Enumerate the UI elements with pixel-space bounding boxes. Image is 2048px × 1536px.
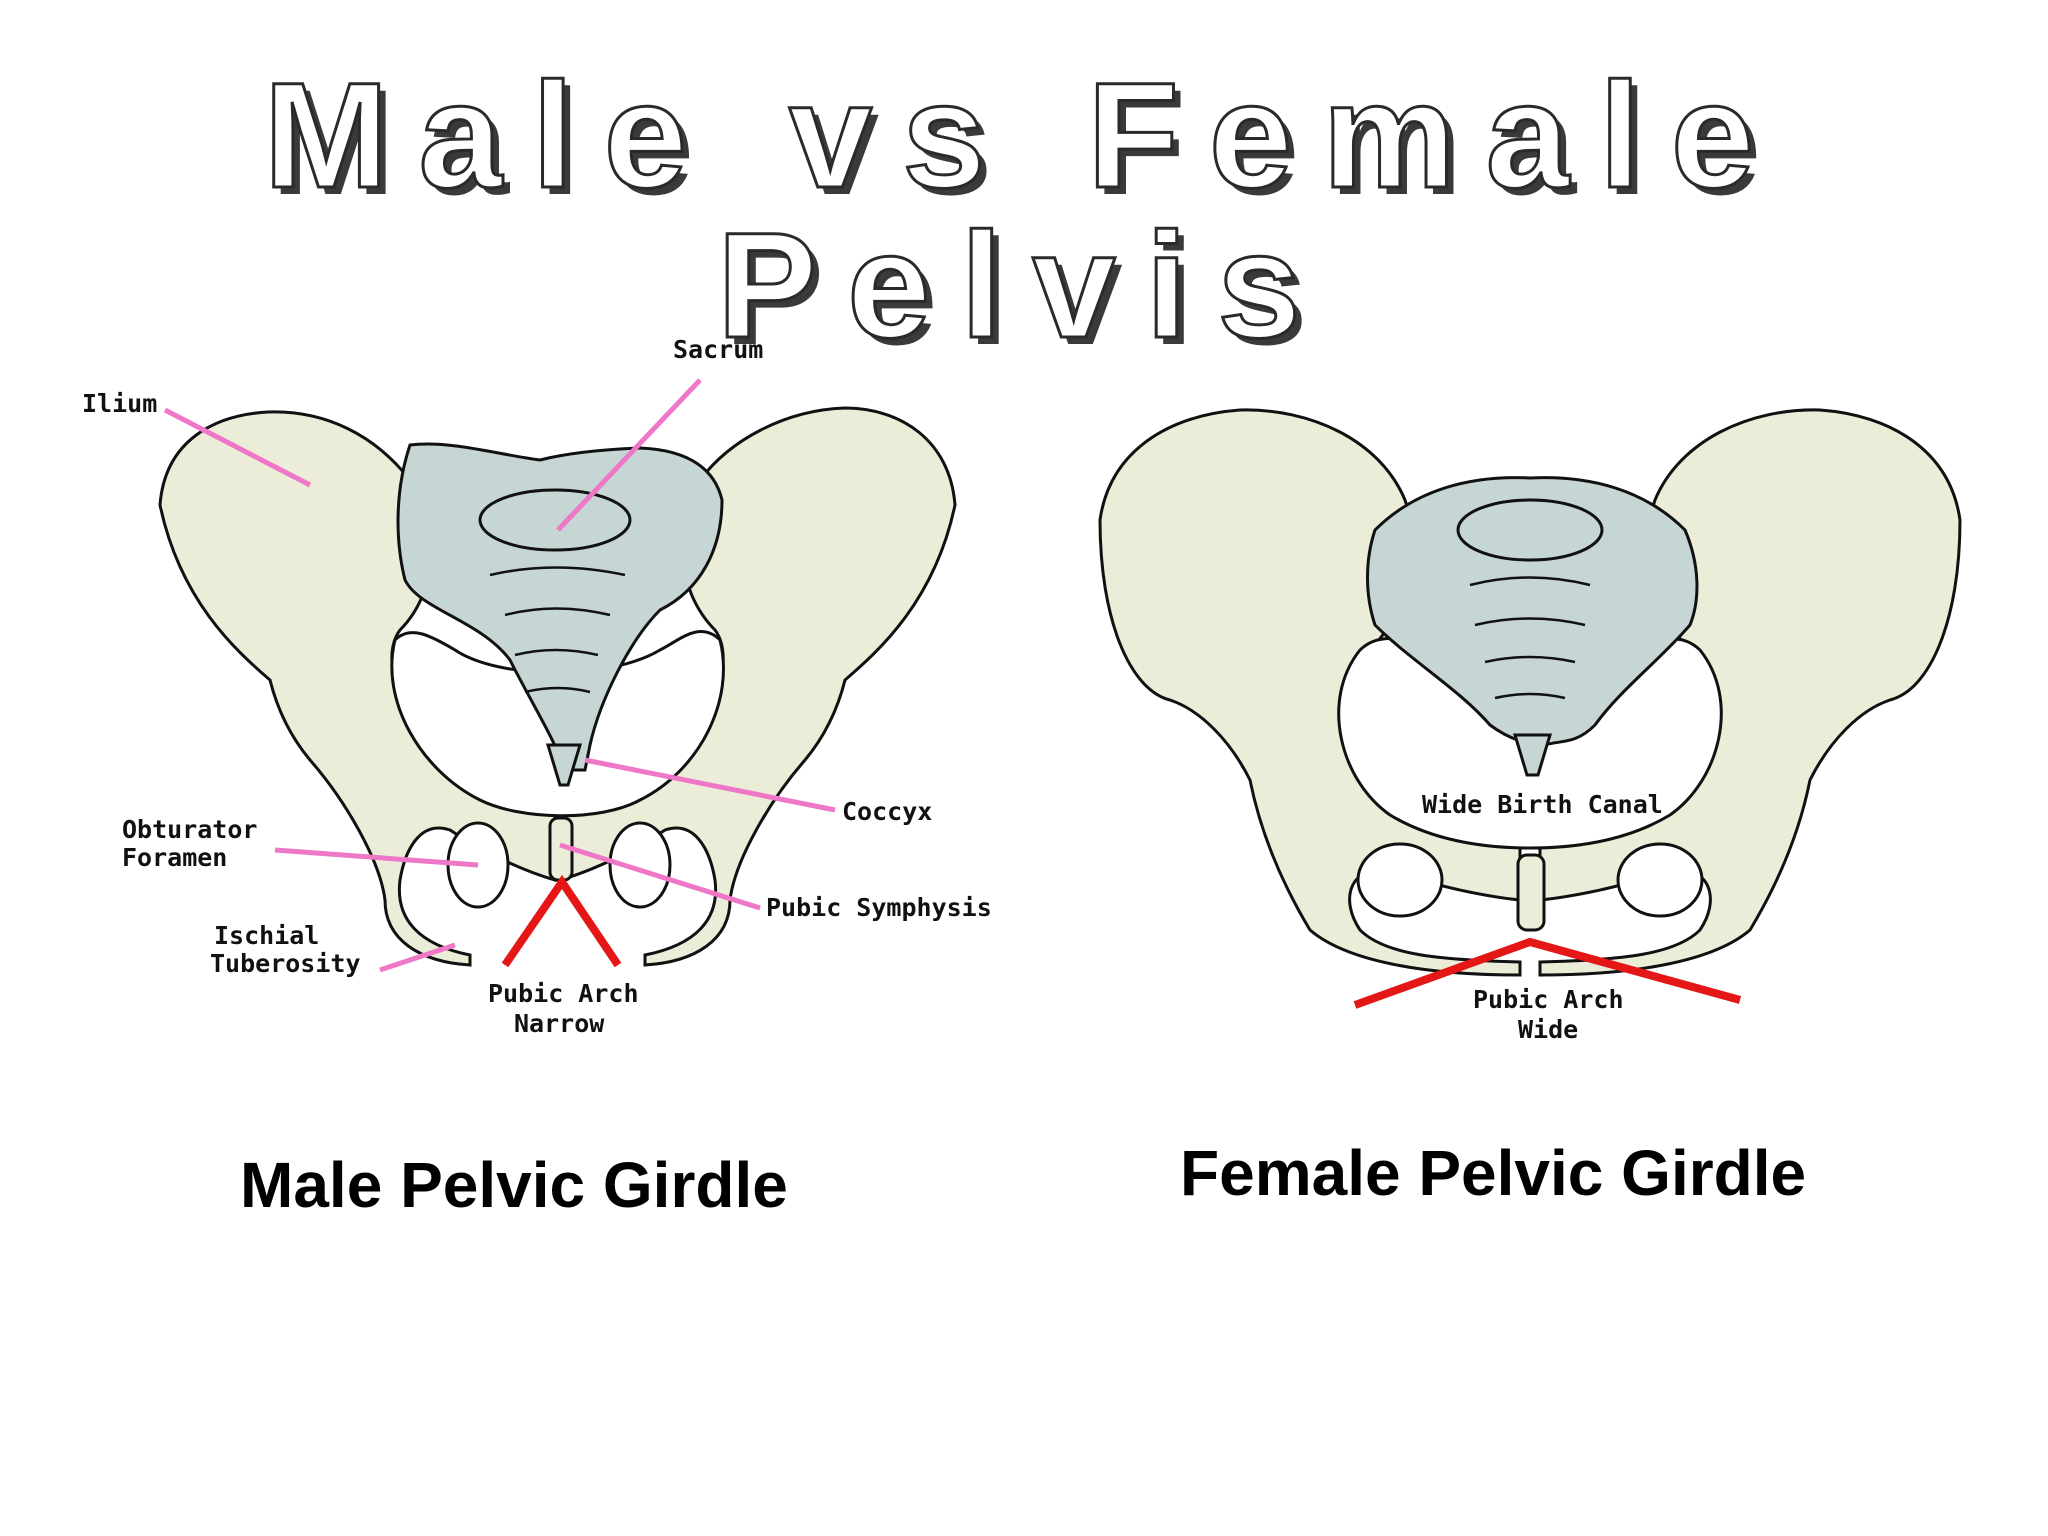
female-left-obturator xyxy=(1356,842,1444,918)
coccyx-leader xyxy=(584,757,836,813)
label-obturator-1: Obturator xyxy=(122,815,257,844)
male-leader-lines xyxy=(163,378,836,973)
male-pelvis: Sacrum Ilium Coccyx Obturator Foramen Pu… xyxy=(82,335,992,1038)
pubic-symphysis-leader xyxy=(559,842,761,911)
label-arch-narrow-1: Pubic Arch xyxy=(488,979,639,1008)
female-caption: Female Pelvic Girdle xyxy=(1180,1137,1807,1209)
female-sacral-ridge xyxy=(1474,617,1586,627)
label-arch-narrow-2: Narrow xyxy=(514,1009,605,1038)
page-title: Male vs Female Pelvis xyxy=(262,51,1785,369)
female-sacral-base xyxy=(1456,498,1604,562)
male-caption: Male Pelvic Girdle xyxy=(240,1149,788,1221)
female-pubic-symphysis xyxy=(1516,853,1546,932)
label-ischial-1: Ischial xyxy=(214,921,319,950)
label-coccyx: Coccyx xyxy=(842,797,932,826)
ischial-leader xyxy=(379,942,456,973)
male-sacral-ridge xyxy=(524,686,591,694)
male-sacral-base xyxy=(478,488,632,552)
label-ilium: Ilium xyxy=(82,389,157,418)
male-right-obturator xyxy=(608,821,672,909)
label-arch-wide-2: Wide xyxy=(1518,1015,1578,1044)
female-sacrum xyxy=(1366,476,1699,747)
female-pelvis: Wide Birth Canal Pubic Arch Wide xyxy=(1098,408,1962,1044)
label-arch-wide-1: Pubic Arch xyxy=(1473,985,1624,1014)
label-ischial-2: Tuberosity xyxy=(210,949,361,978)
female-pubic-arch-line xyxy=(1353,937,1742,1009)
male-pubic-arch-line xyxy=(501,874,622,968)
label-pubic-symphysis: Pubic Symphysis xyxy=(766,893,992,922)
male-sacral-ridge xyxy=(514,648,599,657)
label-obturator-2: Foramen xyxy=(122,843,227,872)
female-sacral-ridge xyxy=(1484,655,1576,664)
male-coccyx xyxy=(545,743,583,787)
female-right-obturator xyxy=(1616,842,1704,918)
male-sacral-ridge xyxy=(489,566,626,577)
female-sacral-ridge xyxy=(1469,576,1591,587)
label-sacrum: Sacrum xyxy=(673,335,763,364)
ilium-leader xyxy=(163,407,312,488)
female-sacral-ridge xyxy=(1494,692,1566,700)
label-wide-birth-canal: Wide Birth Canal xyxy=(1422,790,1663,819)
obturator-leader xyxy=(274,847,479,868)
female-coccyx xyxy=(1512,733,1553,777)
male-sacrum xyxy=(396,442,724,772)
male-sacral-ridge xyxy=(504,607,611,617)
sacrum-leader xyxy=(556,378,702,532)
